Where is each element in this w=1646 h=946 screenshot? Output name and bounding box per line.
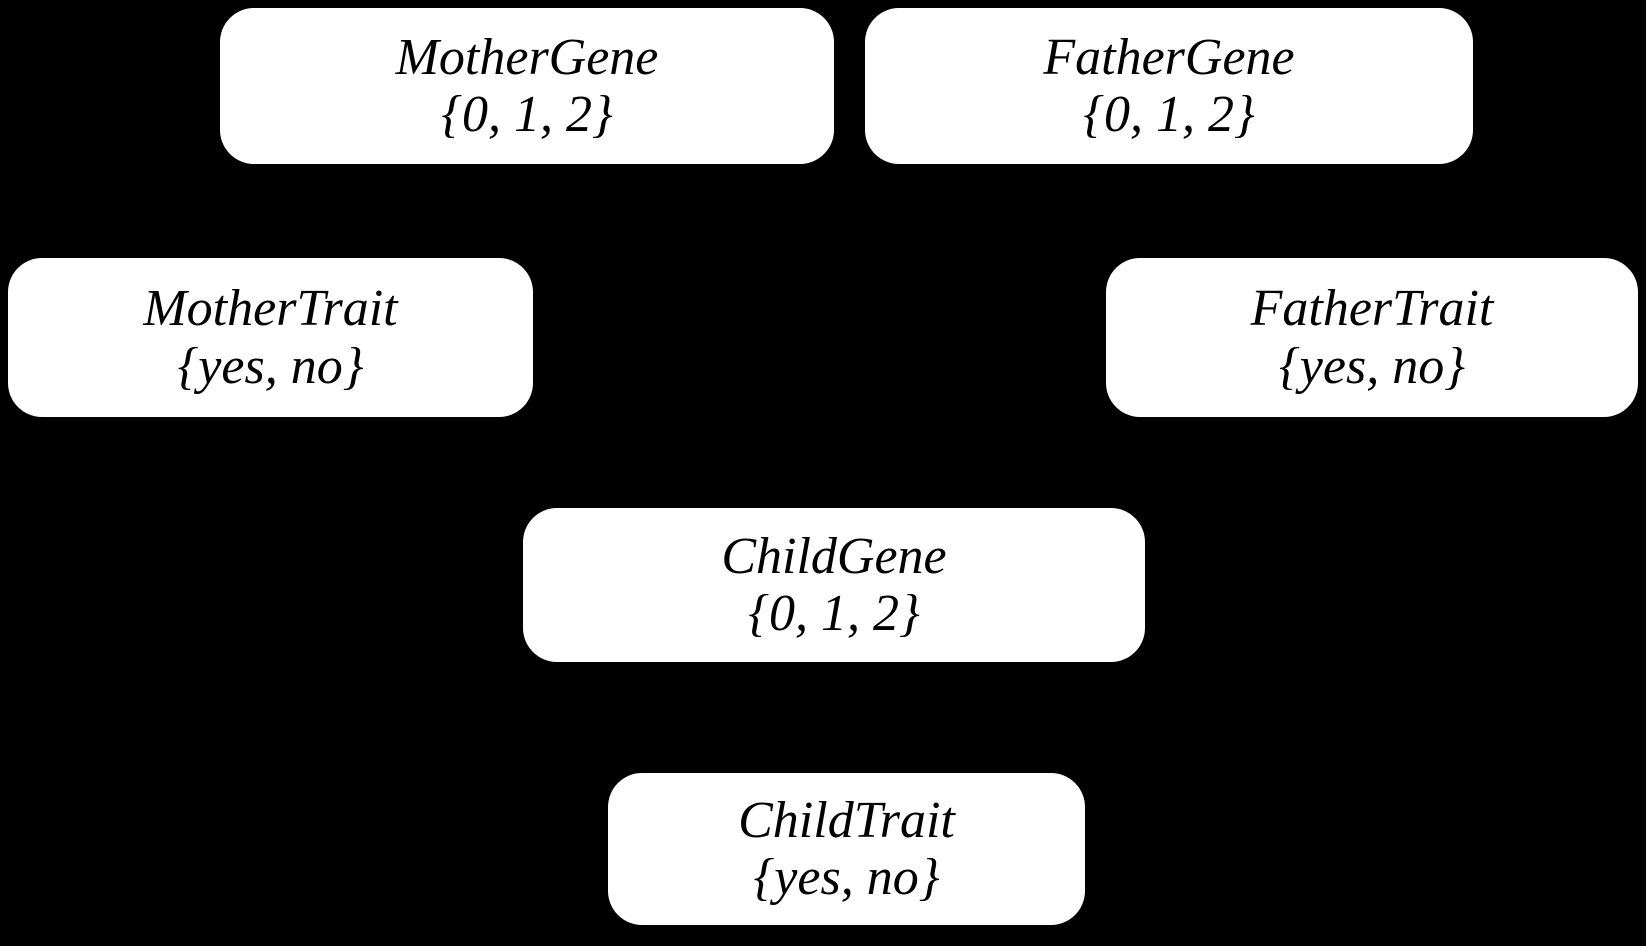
node-child-gene[interactable]: ChildGene {0, 1, 2} <box>523 508 1145 662</box>
node-father-trait-domain: {yes, no} <box>1279 337 1465 395</box>
node-father-trait-title: FatherTrait <box>1250 280 1494 338</box>
node-child-gene-domain: {0, 1, 2} <box>748 585 920 642</box>
node-mother-trait[interactable]: MotherTrait {yes, no} <box>8 258 533 417</box>
node-mother-trait-domain: {yes, no} <box>177 337 364 395</box>
node-mother-gene[interactable]: MotherGene {0, 1, 2} <box>220 8 834 164</box>
node-child-trait[interactable]: ChildTrait {yes, no} <box>608 773 1085 925</box>
node-father-gene-title: FatherGene <box>1043 28 1295 86</box>
node-mother-trait-title: MotherTrait <box>143 280 398 338</box>
node-father-gene-domain: {0, 1, 2} <box>1083 86 1255 143</box>
node-father-trait[interactable]: FatherTrait {yes, no} <box>1106 258 1638 417</box>
node-child-gene-title: ChildGene <box>721 527 947 585</box>
node-child-trait-title: ChildTrait <box>738 791 955 849</box>
node-mother-gene-domain: {0, 1, 2} <box>441 86 613 143</box>
node-mother-gene-title: MotherGene <box>395 28 659 86</box>
node-father-gene[interactable]: FatherGene {0, 1, 2} <box>865 8 1473 164</box>
node-child-trait-domain: {yes, no} <box>753 849 940 906</box>
